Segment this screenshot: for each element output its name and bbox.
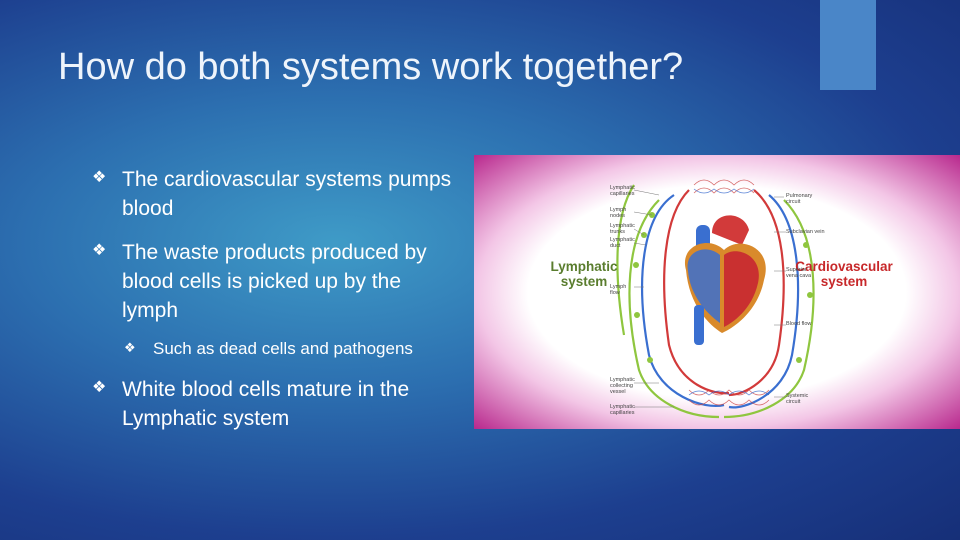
- bullet-text: White blood cells mature in the Lymphati…: [122, 378, 410, 430]
- bullet-text: The cardiovascular systems pumps blood: [122, 168, 452, 220]
- callout-label: Lymphatic collecting vessel: [610, 377, 635, 395]
- callout-label: Pulmonary circuit: [786, 193, 813, 205]
- callout-label: Lymphatic trunks: [610, 223, 635, 235]
- callout-label: Blood flow: [786, 321, 812, 327]
- callout-label: Lymphatic capillaries: [610, 185, 635, 197]
- diamond-bullet-icon: ❖: [92, 242, 107, 259]
- cardiovascular-system-label: Cardiovascular system: [795, 259, 893, 289]
- diamond-bullet-icon: ❖: [124, 340, 136, 355]
- slide-title: How do both systems work together?: [58, 46, 684, 88]
- sub-bullet-item: ❖ Such as dead cells and pathogens: [124, 337, 452, 361]
- callout-label: Lymphatic duct: [610, 237, 635, 249]
- callout-label: Lymph nodes: [610, 207, 627, 219]
- accent-bar: [820, 0, 876, 90]
- callout-label: Subclavian vein: [786, 229, 825, 235]
- diamond-bullet-icon: ❖: [92, 169, 107, 186]
- bullet-text: The waste products produced by blood cel…: [122, 241, 427, 322]
- bullet-list: ❖ The cardiovascular systems pumps blood…: [92, 165, 452, 448]
- bullet-item: ❖ White blood cells mature in the Lympha…: [92, 375, 452, 433]
- callout-label: Lymphatic capillaries: [610, 404, 635, 416]
- heart-vessels-illustration: [616, 179, 815, 419]
- bullet-item: ❖ The cardiovascular systems pumps blood: [92, 165, 452, 223]
- diamond-bullet-icon: ❖: [92, 379, 107, 396]
- callout-label: Lymph flow: [610, 284, 627, 296]
- bullet-text: Such as dead cells and pathogens: [153, 339, 413, 358]
- lymphatic-system-label: Lymphatic system: [550, 259, 618, 289]
- bullet-item: ❖ The waste products produced by blood c…: [92, 238, 452, 325]
- callout-label: Superior vena cava: [786, 267, 812, 279]
- circulatory-lymphatic-diagram: Lymphatic system Cardiovascular system L…: [474, 155, 960, 429]
- callout-label: Systemic circuit: [786, 393, 809, 405]
